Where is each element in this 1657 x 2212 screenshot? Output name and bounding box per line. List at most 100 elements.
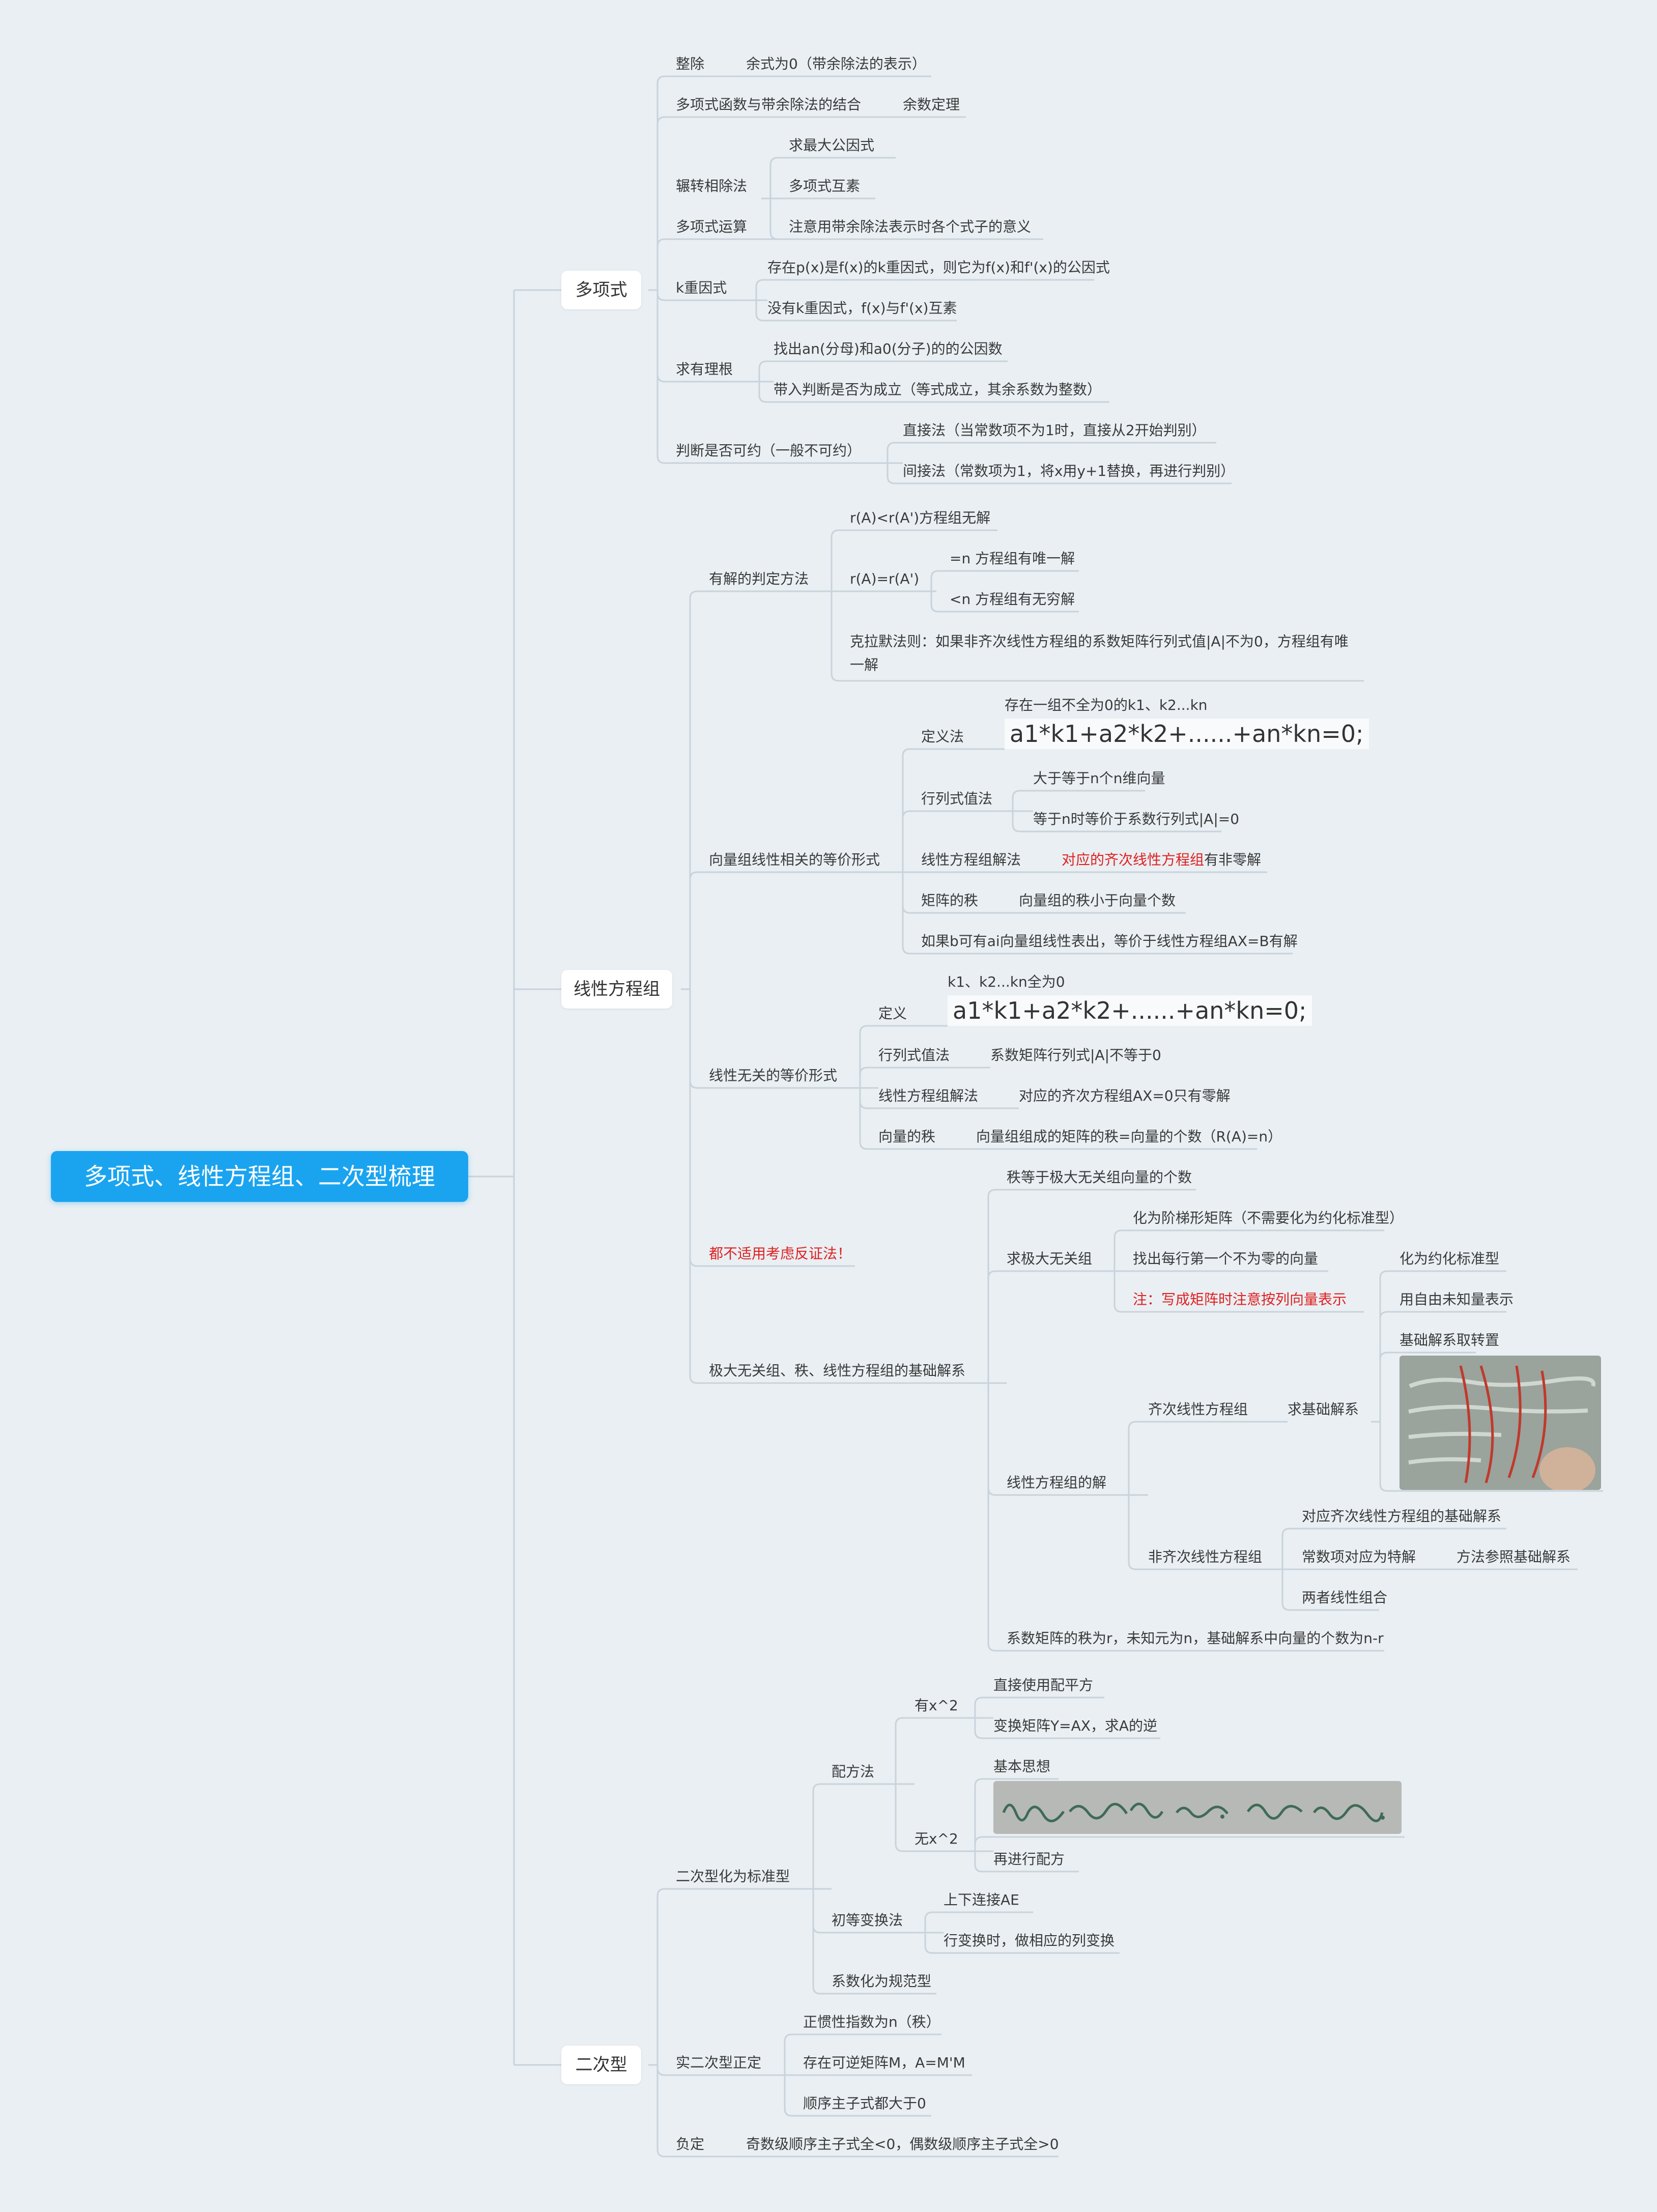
- node-irreducible[interactable]: 判断是否可约（一般不可约）: [676, 442, 861, 460]
- node-system-note[interactable]: 对应的齐次线性方程组有非零解: [1062, 851, 1261, 869]
- node-independence-system-note[interactable]: 对应的齐次方程组AX=0只有零解: [1019, 1087, 1231, 1105]
- node-independence-det-note[interactable]: 系数矩阵行列式|A|不等于0: [990, 1046, 1161, 1065]
- node-solvability[interactable]: 有解的判定方法: [709, 570, 809, 588]
- node-divisible-note[interactable]: 余式为0（带余除法的表示）: [746, 55, 926, 73]
- branch-polynomial[interactable]: 多项式: [561, 271, 641, 309]
- node-independence-system[interactable]: 线性方程组解法: [878, 1087, 978, 1105]
- node-column-note[interactable]: 注：写成矩阵时注意按列向量表示: [1133, 1290, 1347, 1309]
- node-rank-note[interactable]: 向量组的秩小于向量个数: [1019, 892, 1176, 910]
- node-positive-definite[interactable]: 实二次型正定: [676, 2054, 761, 2072]
- node-ops-note[interactable]: 注意用带余除法表示时各个式子的意义: [789, 218, 1031, 236]
- node-coprime[interactable]: 多项式互素: [789, 177, 860, 195]
- node-independence-definition[interactable]: 定义: [878, 1004, 907, 1023]
- node-vector-rank-note[interactable]: 向量组组成的矩阵的秩=向量的个数（R(A)=n）: [976, 1128, 1282, 1146]
- node-transpose[interactable]: 基础解系取转置: [1399, 1331, 1499, 1349]
- node-system-method[interactable]: 线性方程组解法: [921, 851, 1021, 869]
- node-max-independent[interactable]: 极大无关组、秩、线性方程组的基础解系: [709, 1362, 965, 1380]
- node-ae-stack[interactable]: 上下连接AE: [944, 1891, 1019, 1909]
- node-independence-forms[interactable]: 线性无关的等价形式: [709, 1067, 837, 1085]
- node-echelon[interactable]: 化为阶梯形矩阵（不需要化为约化标准型）: [1133, 1209, 1404, 1227]
- node-rational-1[interactable]: 找出an(分母)和a0(分子)的的公因数: [774, 340, 1003, 358]
- node-unique-solution[interactable]: =n 方程组有唯一解: [950, 550, 1075, 568]
- node-basis-count[interactable]: 系数矩阵的秩为r，未知元为n，基础解系中向量的个数为n-r: [1007, 1629, 1384, 1648]
- node-find-basis[interactable]: 求基础解系: [1288, 1400, 1359, 1419]
- node-rational-root[interactable]: 求有理根: [676, 360, 733, 379]
- node-definition-method[interactable]: 定义法: [921, 728, 964, 746]
- node-independence-def-text[interactable]: k1、k2...kn全为0: [948, 973, 1065, 991]
- max-branch-0: [988, 1190, 1196, 1197]
- node-divisible[interactable]: 整除: [676, 55, 704, 73]
- node-det-count[interactable]: 大于等于n个n维向量: [1033, 769, 1165, 788]
- node-linear-combination[interactable]: 如果b可有ai向量组线性表出，等价于线性方程组AX=B有解: [921, 932, 1298, 951]
- node-find-max-set[interactable]: 求极大无关组: [1007, 1250, 1092, 1268]
- node-basis-of-homogeneous[interactable]: 对应齐次线性方程组的基础解系: [1302, 1507, 1501, 1526]
- node-dependence-forms[interactable]: 向量组线性相关的等价形式: [709, 851, 880, 869]
- node-linear-combo[interactable]: 两者线性组合: [1302, 1589, 1387, 1607]
- node-leading-minors[interactable]: 顺序主子式都大于0: [803, 2094, 926, 2113]
- elem-branch-0: [925, 1912, 1033, 1919]
- poly-branch-0: [658, 76, 746, 83]
- poly-branch-2: [658, 239, 789, 246]
- branch-quadratic-form[interactable]: 二次型: [561, 2046, 641, 2084]
- basis-branch-1: [1380, 1312, 1506, 1319]
- node-gcd[interactable]: 求最大公因式: [789, 136, 874, 155]
- node-positive-index[interactable]: 正惯性指数为n（秩）: [803, 2013, 940, 2031]
- node-to-standard-form[interactable]: 二次型化为标准型: [676, 1868, 790, 1886]
- node-no-x2[interactable]: 无x^2: [915, 1830, 958, 1848]
- system-note-tail: 有非零解: [1204, 851, 1261, 868]
- node-transform-matrix[interactable]: 变换矩阵Y=AX，求A的逆: [993, 1717, 1157, 1735]
- node-vector-rank[interactable]: 向量的秩: [878, 1128, 935, 1146]
- node-free-vars[interactable]: 用自由未知量表示: [1399, 1290, 1513, 1309]
- node-cramer-rule[interactable]: 克拉默法则：如果非齐次线性方程组的系数矩阵行列式值|A|不为0，方程组有唯一解: [850, 630, 1359, 677]
- node-infinite-solutions[interactable]: <n 方程组有无穷解: [950, 590, 1075, 609]
- node-first-nonzero[interactable]: 找出每行第一个不为零的向量: [1133, 1250, 1318, 1268]
- handwritten-substitution-image: [993, 1781, 1402, 1834]
- node-no-solution[interactable]: r(A)<r(A')方程组无解: [850, 509, 990, 527]
- node-rational-2[interactable]: 带入判断是否为成立（等式成立，其余系数为整数）: [774, 381, 1101, 399]
- node-irreducible-2[interactable]: 间接法（常数项为1，将x用y+1替换，再进行判别）: [903, 462, 1235, 480]
- node-complete-again[interactable]: 再进行配方: [993, 1850, 1065, 1869]
- node-elementary-transform[interactable]: 初等变换法: [832, 1911, 903, 1930]
- node-matrix-rank[interactable]: 矩阵的秩: [921, 892, 978, 910]
- node-dependence-def-text[interactable]: 存在一组不全为0的k1、k2...kn: [1005, 696, 1208, 714]
- node-det-method[interactable]: 行列式值法: [921, 790, 992, 808]
- node-normal-form[interactable]: 系数化为规范型: [832, 1972, 931, 1991]
- solution-branch-0: [1129, 1422, 1288, 1429]
- node-dependence-formula[interactable]: a1*k1+a2*k2+......+an*kn=0;: [1005, 719, 1369, 749]
- node-rank-count[interactable]: 秩等于极大无关组向量的个数: [1007, 1168, 1192, 1187]
- node-k-factor-2[interactable]: 没有k重因式，f(x)与f'(x)互素: [767, 299, 957, 318]
- det-branch-0: [1013, 791, 1145, 798]
- branch-linear-equations[interactable]: 线性方程组: [561, 970, 672, 1009]
- node-poly-ops[interactable]: 多项式运算: [676, 218, 747, 236]
- indep-branch-0: [860, 1026, 948, 1033]
- node-independence-det[interactable]: 行列式值法: [878, 1046, 950, 1065]
- node-reduce[interactable]: 化为约化标准型: [1399, 1250, 1499, 1268]
- node-euclid[interactable]: 辗转相除法: [676, 177, 747, 195]
- root-topic[interactable]: 多项式、线性方程组、二次型梳理: [51, 1151, 468, 1202]
- node-row-col-transform[interactable]: 行变换时，做相应的列变换: [944, 1932, 1115, 1950]
- node-has-x2[interactable]: 有x^2: [915, 1697, 958, 1715]
- node-independence-formula[interactable]: a1*k1+a2*k2+......+an*kn=0;: [948, 995, 1312, 1026]
- node-completing-square[interactable]: 配方法: [832, 1763, 874, 1781]
- node-k-factor-1[interactable]: 存在p(x)是f(x)的k重因式，则它为f(x)和f'(x)的公因式: [767, 258, 1110, 277]
- node-system-solution[interactable]: 线性方程组的解: [1007, 1474, 1106, 1492]
- system-note-highlight: 对应的齐次线性方程组: [1062, 851, 1204, 868]
- node-contradiction[interactable]: 都不适用考虑反证法！: [709, 1245, 851, 1263]
- node-non-homogeneous[interactable]: 非齐次线性方程组: [1148, 1548, 1262, 1566]
- node-invertible-m[interactable]: 存在可逆矩阵M，A=M'M: [803, 2054, 965, 2072]
- node-function-division[interactable]: 多项式函数与带余除法的结合: [676, 96, 861, 114]
- solv-branch-0: [832, 530, 997, 537]
- quad-branch-0: [658, 1889, 832, 1896]
- node-remainder-theorem[interactable]: 余数定理: [903, 96, 960, 114]
- node-det-zero[interactable]: 等于n时等价于系数行列式|A|=0: [1033, 810, 1239, 828]
- node-rank-equal[interactable]: r(A)=r(A'): [850, 570, 919, 588]
- node-k-factor[interactable]: k重因式: [676, 279, 727, 297]
- node-method-reference[interactable]: 方法参照基础解系: [1456, 1548, 1570, 1566]
- node-direct-square[interactable]: 直接使用配平方: [993, 1676, 1093, 1694]
- node-negative-definite[interactable]: 负定: [676, 2135, 704, 2153]
- node-basic-idea[interactable]: 基本思想: [993, 1758, 1050, 1776]
- node-negative-note[interactable]: 奇数级顺序主子式全<0，偶数级顺序主子式全>0: [746, 2135, 1059, 2153]
- node-irreducible-1[interactable]: 直接法（当常数项不为1时，直接从2开始判别）: [903, 421, 1206, 440]
- node-particular-solution[interactable]: 常数项对应为特解: [1302, 1548, 1416, 1566]
- node-homogeneous[interactable]: 齐次线性方程组: [1148, 1400, 1248, 1419]
